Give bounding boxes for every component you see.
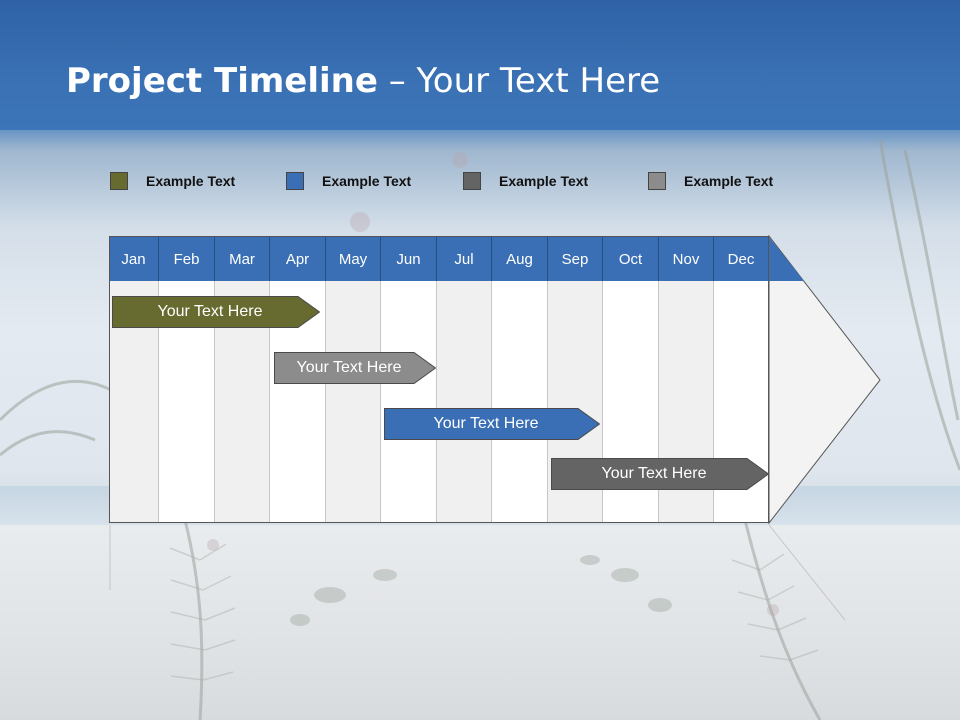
month-header-oct: Oct bbox=[603, 237, 659, 281]
legend-label: Example Text bbox=[499, 173, 589, 189]
month-header-apr: Apr bbox=[270, 237, 326, 281]
title-subtitle-text: – Your Text Here bbox=[377, 61, 661, 101]
legend-item: Example Text bbox=[648, 170, 773, 192]
legend-item: Example Text bbox=[286, 170, 411, 192]
month-header-feb: Feb bbox=[159, 237, 215, 281]
task-bar: Your Text Here bbox=[274, 352, 436, 384]
legend-swatch-dark-gray bbox=[463, 172, 481, 190]
task-bar: Your Text Here bbox=[384, 408, 600, 440]
title-bold-text: Project Timeline bbox=[66, 61, 378, 101]
task-bar-shape bbox=[551, 458, 769, 490]
legend-item: Example Text bbox=[110, 170, 235, 192]
legend-swatch-blue bbox=[286, 172, 304, 190]
task-bar: Your Text Here bbox=[551, 458, 769, 490]
task-bar-label: Your Text Here bbox=[433, 415, 539, 432]
header-bar bbox=[0, 0, 960, 130]
task-bar-shape bbox=[274, 352, 436, 384]
legend-swatch-olive bbox=[110, 172, 128, 190]
month-header-sep: Sep bbox=[548, 237, 603, 281]
month-header-aug: Aug bbox=[492, 237, 548, 281]
slide-title: Project Timeline – Your Text Here bbox=[66, 60, 660, 102]
background-sand bbox=[0, 525, 960, 720]
legend-label: Example Text bbox=[146, 173, 236, 189]
legend-swatch-light-gray bbox=[648, 172, 666, 190]
month-header-jan: Jan bbox=[109, 237, 159, 281]
legend-label: Example Text bbox=[684, 173, 774, 189]
month-header-dec: Dec bbox=[714, 237, 769, 281]
month-column-aug bbox=[492, 281, 548, 522]
legend-label: Example Text bbox=[322, 173, 412, 189]
month-header-nov: Nov bbox=[659, 237, 714, 281]
legend-item: Example Text bbox=[463, 170, 588, 192]
month-column-jul bbox=[437, 281, 492, 522]
task-bar-shape bbox=[112, 296, 320, 328]
task-bar-shape bbox=[384, 408, 600, 440]
month-column-may bbox=[326, 281, 381, 522]
month-header-jul: Jul bbox=[437, 237, 492, 281]
month-header-may: May bbox=[326, 237, 381, 281]
month-header-mar: Mar bbox=[215, 237, 270, 281]
task-bar-label: Your Text Here bbox=[157, 303, 263, 320]
task-bar-label: Your Text Here bbox=[601, 465, 707, 482]
month-column-jun bbox=[381, 281, 437, 522]
task-bar: Your Text Here bbox=[112, 296, 320, 328]
month-header-jun: Jun bbox=[381, 237, 437, 281]
task-bar-label: Your Text Here bbox=[296, 359, 402, 376]
